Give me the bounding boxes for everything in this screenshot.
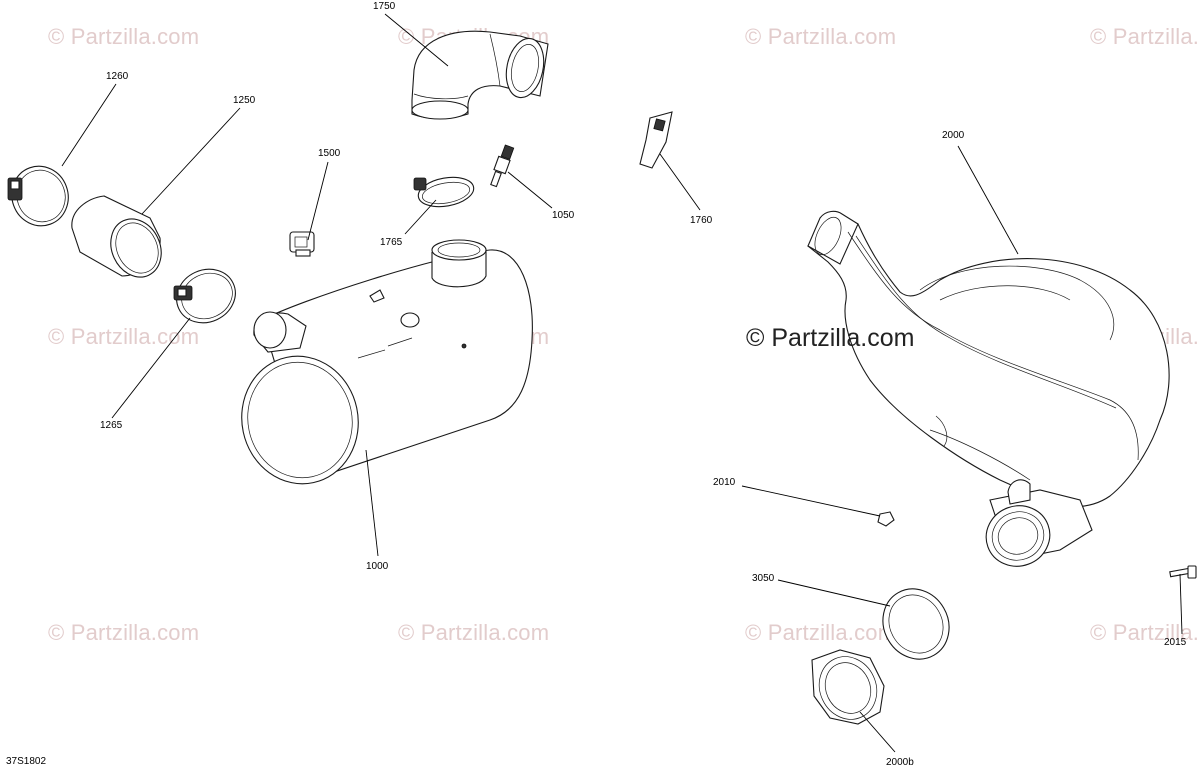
part-1250-sleeve[interactable] [71, 195, 171, 285]
callout-1000[interactable]: 1000 [366, 561, 389, 572]
watermark: © Partzilla.com [745, 24, 897, 49]
leader-1050 [507, 171, 553, 209]
part-3050-gasket[interactable] [870, 577, 961, 671]
part-1500-connector[interactable] [289, 231, 315, 257]
leader-2000b [859, 711, 896, 753]
leader-1765 [404, 199, 437, 235]
watermark: © Partzilla.com [745, 620, 897, 645]
leader-2000 [957, 145, 1019, 255]
watermark: © Partzilla.com [48, 324, 200, 349]
callout-1250[interactable]: 1250 [233, 95, 256, 106]
part-1050-sensor[interactable] [490, 144, 515, 188]
callout-2000b[interactable]: 2000b [886, 757, 914, 768]
watermark: © Partzilla.com [398, 620, 550, 645]
part-1265-clamp[interactable] [168, 260, 244, 332]
callout-2010[interactable]: 2010 [713, 477, 736, 488]
callout-1750[interactable]: 1750 [373, 1, 396, 12]
leader-2015 [1179, 573, 1183, 635]
watermark: © Partzilla.com [48, 620, 200, 645]
diagram-code: 37S1802 [6, 756, 47, 767]
leader-1260 [61, 83, 117, 167]
callout-3050[interactable]: 3050 [752, 573, 775, 584]
leader-3050 [777, 579, 891, 607]
leader-1000 [365, 449, 379, 557]
callout-1765[interactable]: 1765 [380, 237, 403, 248]
watermark: © Partzilla.com [1090, 24, 1200, 49]
part-2015-bolt[interactable] [1169, 565, 1197, 579]
part-2000-silencer[interactable] [807, 210, 1170, 575]
part-1000-muffler[interactable] [230, 239, 533, 495]
leader-1760 [659, 153, 701, 211]
leader-lines [61, 13, 1183, 753]
watermark: © Partzilla.com [48, 24, 200, 49]
part-1260-clamp[interactable] [3, 158, 76, 234]
callout-1050[interactable]: 1050 [552, 210, 575, 221]
callout-1500[interactable]: 1500 [318, 148, 341, 159]
part-1760-clip[interactable] [639, 111, 673, 169]
leader-2010 [741, 485, 881, 517]
leader-1750 [384, 13, 449, 67]
part-2010-nut[interactable] [877, 511, 895, 527]
callout-1760[interactable]: 1760 [690, 215, 713, 226]
part-1750-elbow-hose[interactable] [411, 30, 549, 120]
callout-1260[interactable]: 1260 [106, 71, 129, 82]
leader-1250 [141, 107, 241, 215]
part-1765-clamp[interactable] [413, 173, 476, 210]
callout-2015[interactable]: 2015 [1164, 637, 1187, 648]
part-2000b-nut-ring[interactable] [809, 647, 887, 729]
callout-1265[interactable]: 1265 [100, 420, 123, 431]
leader-1500 [307, 161, 329, 241]
callout-2000[interactable]: 2000 [942, 130, 965, 141]
watermark-main: © Partzilla.com [746, 324, 915, 352]
leader-1265 [111, 317, 191, 419]
